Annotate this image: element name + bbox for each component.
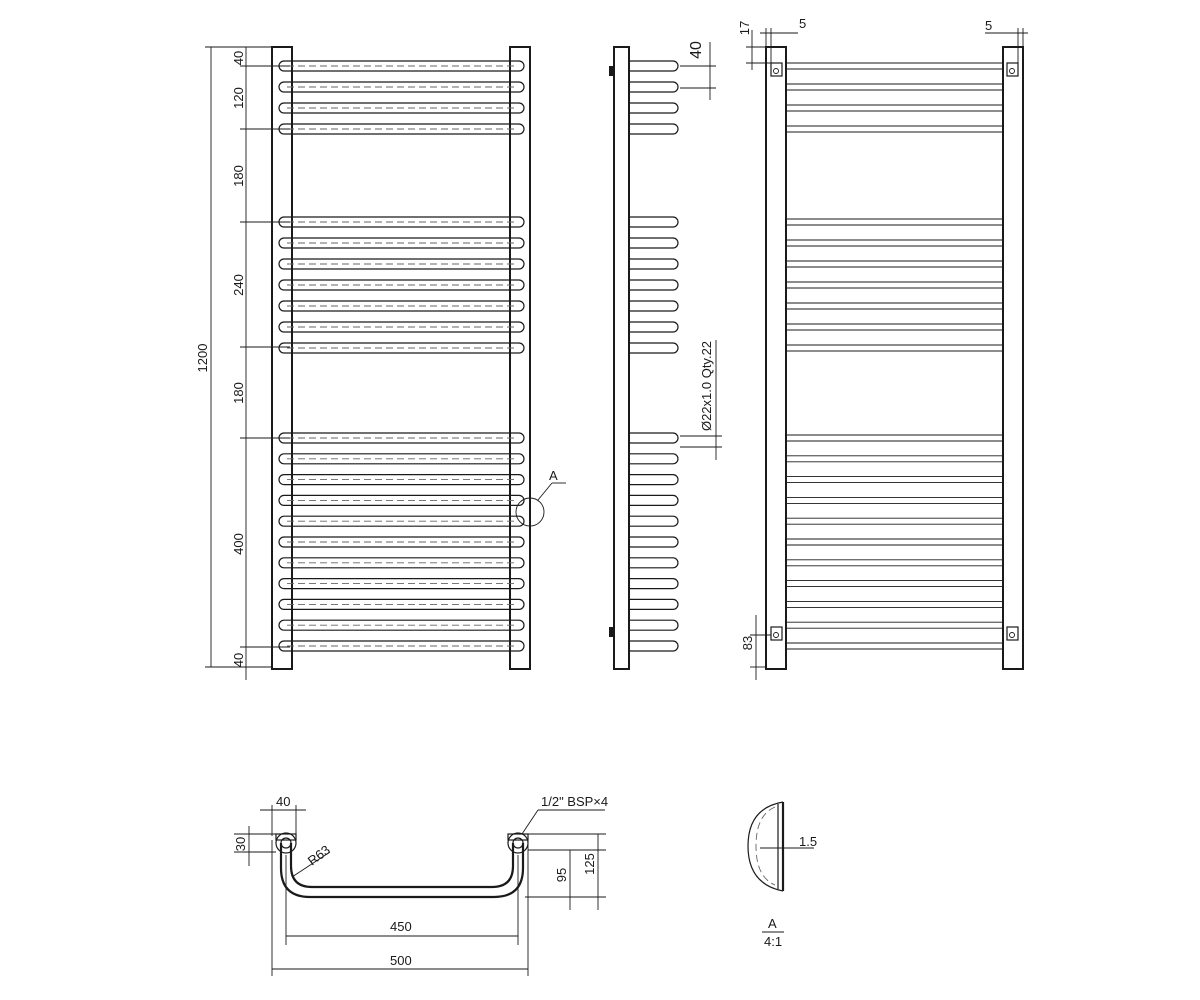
dim-bottom-margin: 40 xyxy=(231,653,246,667)
front-rail xyxy=(278,321,525,333)
u-pipe-inner xyxy=(289,843,515,889)
side-loop xyxy=(629,321,679,333)
side-loop xyxy=(629,515,679,527)
side-loop xyxy=(629,60,679,72)
side-loop xyxy=(629,102,679,114)
side-loop xyxy=(629,557,679,569)
dim-bend-radius: R63 xyxy=(305,842,333,868)
detail-outer-arc xyxy=(747,801,784,892)
bracket-top-left xyxy=(770,62,783,77)
front-rail xyxy=(278,342,525,354)
back-left-collector xyxy=(765,46,787,670)
dim-wall: 1.5 xyxy=(799,834,817,849)
bracket-bottom-left xyxy=(770,626,783,641)
dim-first-group: 120 xyxy=(231,87,246,109)
front-view: 1200 40 120 180 240 180 400 40 A xyxy=(195,46,566,680)
front-rail xyxy=(278,619,525,631)
dim-third-group: 400 xyxy=(231,533,246,555)
bracket-bottom-right xyxy=(1006,626,1019,641)
side-loop xyxy=(629,216,679,228)
side-top-bracket xyxy=(609,66,614,76)
detail-a-label: A xyxy=(549,468,558,483)
front-rail xyxy=(278,536,525,548)
side-loop xyxy=(629,432,679,444)
dim-gap-2: 180 xyxy=(231,382,246,404)
side-loop xyxy=(629,237,679,249)
front-rail xyxy=(278,494,525,506)
front-rail xyxy=(278,279,525,291)
side-loop xyxy=(629,640,679,652)
side-loops xyxy=(629,60,679,652)
side-loop xyxy=(629,81,679,93)
dim-5-left: 5 xyxy=(799,16,806,31)
side-loop xyxy=(629,453,679,465)
side-loop xyxy=(629,494,679,506)
side-loop xyxy=(629,342,679,354)
dim-5-right: 5 xyxy=(985,18,992,33)
u-pipe-outer xyxy=(279,843,525,899)
dim-17: 17 xyxy=(737,21,752,35)
front-rail xyxy=(278,515,525,527)
front-rail xyxy=(278,453,525,465)
front-rail xyxy=(278,577,525,590)
dim-inlet-width: 40 xyxy=(276,794,290,809)
side-view: 40 Ø22x1.0 Qty.22 xyxy=(609,41,722,670)
left-vertical-collector xyxy=(271,46,293,670)
dim-83: 83 xyxy=(740,636,755,650)
dim-depth-outer: 125 xyxy=(582,853,597,875)
top-view: 40 30 R63 1/2" BSP×4 95 125 450 500 xyxy=(233,794,608,976)
tube-spec: Ø22x1.0 Qty.22 xyxy=(699,341,714,431)
dim-depth-inner: 95 xyxy=(554,868,569,882)
side-loop xyxy=(629,123,679,135)
inlet-left xyxy=(275,832,297,854)
side-loop xyxy=(629,598,679,610)
front-rail xyxy=(278,102,525,114)
dim-top-margin: 40 xyxy=(231,51,246,65)
horizontal-rails xyxy=(278,60,525,652)
bracket-top-right xyxy=(1006,62,1019,77)
front-rail xyxy=(278,300,525,312)
right-vertical-collector xyxy=(509,46,531,670)
side-loop xyxy=(629,258,679,270)
dim-total-width: 500 xyxy=(390,953,412,968)
dim-inlet-offset: 30 xyxy=(233,837,248,851)
side-loop xyxy=(629,474,679,486)
inlet-right xyxy=(507,832,529,854)
back-rails xyxy=(786,62,1003,650)
front-rail xyxy=(278,598,525,611)
side-loop xyxy=(629,300,679,312)
side-loop xyxy=(629,619,679,631)
front-rail xyxy=(278,237,525,249)
back-view: 17 5 5 83 xyxy=(737,16,1028,680)
front-rail xyxy=(278,474,525,486)
side-collector xyxy=(613,46,630,670)
detail-a-circle xyxy=(515,497,545,527)
side-loop xyxy=(629,536,679,548)
dim-second-group: 240 xyxy=(231,274,246,296)
connection-spec: 1/2" BSP×4 xyxy=(541,794,608,809)
side-loop xyxy=(629,578,679,590)
front-rail xyxy=(278,640,525,652)
front-rail xyxy=(278,258,525,270)
dim-centers-width: 450 xyxy=(390,919,412,934)
front-rail xyxy=(278,557,525,569)
detail-label: A xyxy=(768,916,777,931)
side-bottom-bracket xyxy=(609,627,614,637)
dim-gap-1: 180 xyxy=(231,165,246,187)
detail-a-view: 1.5 A 4:1 xyxy=(747,801,817,949)
dim-total-height: 1200 xyxy=(195,344,210,373)
back-right-collector xyxy=(1002,46,1024,670)
front-rail xyxy=(278,81,525,93)
side-loop xyxy=(629,279,679,291)
detail-scale: 4:1 xyxy=(764,934,782,949)
side-pitch-dim: 40 xyxy=(688,41,705,59)
